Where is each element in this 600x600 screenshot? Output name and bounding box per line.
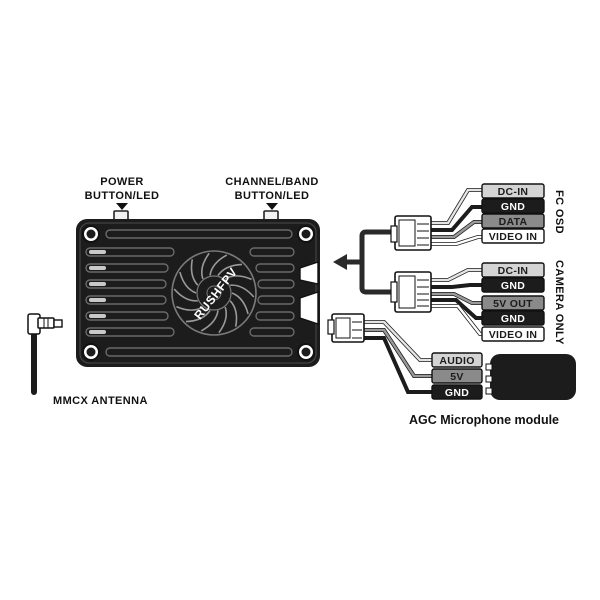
- pin-label: GND: [481, 310, 545, 326]
- antenna-label: MMCX ANTENNA: [53, 395, 148, 407]
- mmcx-antenna: [27, 313, 63, 395]
- led-indicator: [89, 298, 106, 302]
- connector-port: [299, 291, 319, 325]
- power-button: [113, 210, 129, 221]
- pin-label-text: 5V: [450, 371, 463, 383]
- pin-label: VIDEO IN: [481, 326, 545, 342]
- pin-label: GND: [481, 277, 545, 293]
- pin-label-text: 5V OUT: [493, 298, 533, 310]
- camera-only-label: CAMERA ONLY: [553, 260, 565, 345]
- mic-module-label: AGC Microphone module: [409, 413, 559, 427]
- pin-label: GND: [431, 384, 483, 400]
- pin-label-text: DATA: [499, 216, 528, 228]
- mic-pin-labels: AUDIO 5V GND: [431, 352, 483, 400]
- power-label-line1: POWER: [100, 176, 144, 188]
- channel-button: [263, 210, 279, 221]
- led-indicator: [89, 250, 106, 254]
- heatsink-fins-left: [85, 247, 175, 337]
- pin-label-text: VIDEO IN: [489, 231, 538, 243]
- screw-icon: [82, 343, 100, 361]
- led-indicator: [89, 282, 106, 286]
- camera-pin-labels: DC-IN GND 5V OUT GND VIDEO IN: [481, 262, 545, 342]
- pin-label-text: GND: [501, 280, 525, 292]
- pin-label: 5V: [431, 368, 483, 384]
- pin-label: DC-IN: [481, 183, 545, 199]
- pin-label-text: GND: [501, 313, 525, 325]
- microphone-module: [485, 354, 576, 400]
- power-label-line2: BUTTON/LED: [85, 190, 160, 202]
- fan-icon: [171, 250, 257, 336]
- heatsink-fins-right: [249, 247, 295, 337]
- arrow-icon: [333, 229, 392, 295]
- led-indicator: [89, 314, 106, 318]
- pin-label: DC-IN: [481, 262, 545, 278]
- screw-icon: [297, 225, 315, 243]
- fc-osd-pin-labels: DC-IN GND DATA VIDEO IN: [481, 183, 545, 244]
- fc-osd-label: FC OSD: [553, 190, 565, 234]
- screw-icon: [82, 225, 100, 243]
- pin-label-text: AUDIO: [439, 355, 474, 367]
- connector-port: [299, 261, 319, 285]
- pin-label-text: GND: [501, 201, 525, 213]
- power-arrow-icon: [116, 203, 128, 210]
- pin-label: VIDEO IN: [481, 228, 545, 244]
- screw-icon: [297, 343, 315, 361]
- channel-label-line1: CHANNEL/BAND: [225, 176, 318, 188]
- pin-label: AUDIO: [431, 352, 483, 368]
- pin-label: DATA: [481, 213, 545, 229]
- channel-label-line2: BUTTON/LED: [235, 190, 310, 202]
- vtx-device: RUSHFPV: [76, 210, 320, 367]
- channel-arrow-icon: [266, 203, 278, 210]
- led-indicator: [89, 266, 106, 270]
- pin-label-text: GND: [445, 387, 469, 399]
- pin-label-text: DC-IN: [498, 265, 529, 277]
- pin-label: 5V OUT: [481, 295, 545, 311]
- pin-label: GND: [481, 198, 545, 214]
- led-indicator: [89, 330, 106, 334]
- pin-label-text: DC-IN: [498, 186, 529, 198]
- pin-label-text: VIDEO IN: [489, 329, 538, 341]
